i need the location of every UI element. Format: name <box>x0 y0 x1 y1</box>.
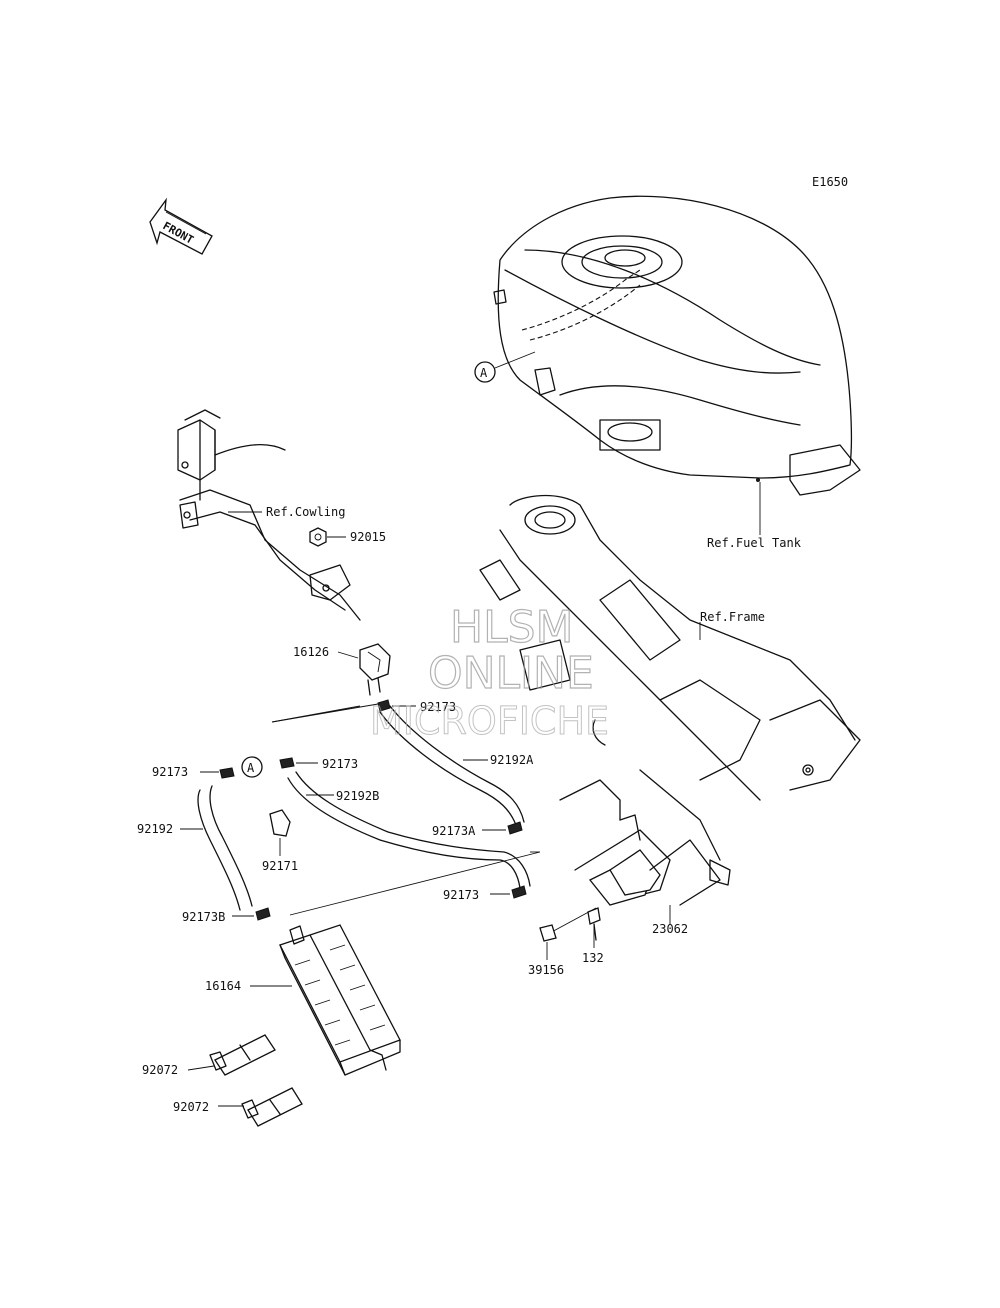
front-arrow-icon: FRONT <box>149 197 213 255</box>
label-92173B: 92173B <box>182 910 225 924</box>
clamp-92173-low <box>490 885 527 899</box>
bolt-132 <box>587 907 601 948</box>
diagram-code: E1650 <box>812 175 848 189</box>
ref-fuel-tank: Ref.Fuel Tank <box>707 536 802 550</box>
ref-cowling: Ref.Cowling <box>266 505 345 519</box>
label-92173-left: 92173 <box>152 765 188 779</box>
label-16126: 16126 <box>293 645 329 659</box>
label-16164: 16164 <box>205 979 241 993</box>
label-92192: 92192 <box>137 822 173 836</box>
label-92173-mid: 92173 <box>322 757 358 771</box>
clamp-92173A <box>482 821 523 835</box>
ref-frame: Ref.Frame <box>700 610 765 624</box>
label-92173A: 92173A <box>432 824 476 838</box>
strap-92072-a <box>187 1034 276 1076</box>
label-92072-a: 92072 <box>142 1063 178 1077</box>
nut-92015 <box>309 527 346 547</box>
marker-a-tank: A <box>474 351 536 383</box>
label-92072-b: 92072 <box>173 1100 209 1114</box>
canister-16164 <box>250 924 401 1076</box>
label-39156: 39156 <box>528 963 564 977</box>
hose-92192B <box>287 771 531 889</box>
label-92015: 92015 <box>350 530 386 544</box>
svg-text:A: A <box>247 761 255 775</box>
hose-92192A <box>379 705 525 826</box>
label-132: 132 <box>582 951 604 965</box>
svg-text:HLSM: HLSM <box>450 602 574 653</box>
strap-92072-b <box>218 1087 303 1127</box>
label-92192B: 92192B <box>336 789 379 803</box>
cowling-bracket <box>177 409 361 621</box>
label-92171: 92171 <box>262 859 298 873</box>
clip-92171 <box>269 809 291 856</box>
svg-text:MICROFICHE: MICROFICHE <box>370 699 609 743</box>
hose-92192 <box>180 785 253 911</box>
valve-16126 <box>337 643 391 696</box>
label-92173-low: 92173 <box>443 888 479 902</box>
pad-39156 <box>539 924 557 960</box>
watermark: HLSM ONLINE MICROFICHE <box>370 601 610 743</box>
svg-text:A: A <box>480 366 488 380</box>
bracket-23062 <box>559 779 721 925</box>
marker-a-hose: A <box>241 756 263 778</box>
label-92173-top: 92173 <box>420 700 456 714</box>
label-92192A: 92192A <box>490 753 534 767</box>
clamp-92173-top <box>377 699 416 712</box>
frame <box>479 494 861 886</box>
fuel-tank <box>493 195 861 496</box>
clamp-92173B <box>232 907 271 921</box>
clamp-92173-mid <box>279 757 318 769</box>
label-23062: 23062 <box>652 922 688 936</box>
svg-text:ONLINE: ONLINE <box>428 648 594 699</box>
clamp-92173-left <box>200 767 235 779</box>
